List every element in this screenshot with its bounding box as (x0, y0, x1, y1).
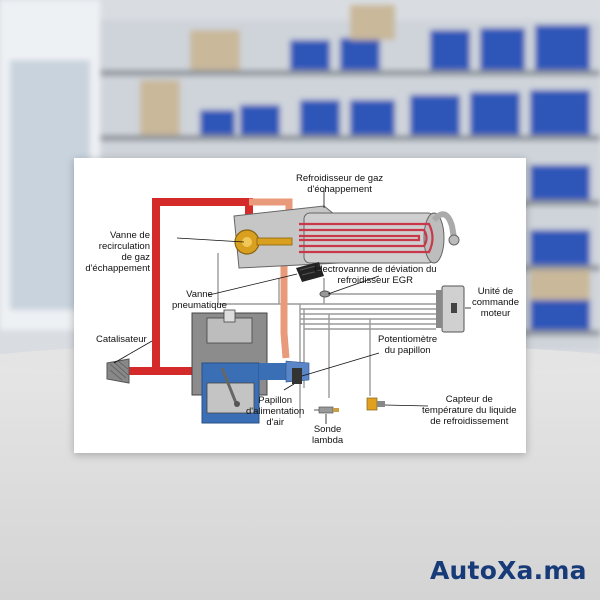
lambda-sensor (314, 407, 339, 413)
label-solenoid-valve: Electrovanne de déviation du refroidisse… (314, 264, 437, 286)
brand-logo-text: AutoXa.ma (430, 556, 587, 585)
label-catalytic-converter: Catalisateur (96, 334, 147, 345)
label-throttle-potentiometer: Potentiomètre du papillon (378, 334, 437, 356)
egr-cooler (234, 206, 459, 268)
label-air-throttle: Papillon d'alimentation d'air (246, 395, 304, 428)
label-egr-valve: Vanne de recirculation de gaz d'échappem… (78, 230, 150, 274)
label-coolant-temp-sensor: Capteur de température du liquide de ref… (422, 394, 517, 427)
egr-diagram-card: Refroidisseur de gaz d'échappement Vanne… (74, 158, 526, 453)
label-lambda-sensor: Sonde lambda (312, 424, 343, 446)
engine-control-unit (436, 286, 464, 332)
throttle-valve (292, 368, 302, 384)
coolant-temp-sensor (367, 398, 385, 410)
label-pneumatic-valve: Vanne pneumatique (172, 289, 227, 311)
label-ecu: Unité de commande moteur (472, 286, 519, 319)
label-egr-cooler: Refroidisseur de gaz d'échappement (296, 173, 383, 195)
catalytic-converter (107, 359, 129, 383)
